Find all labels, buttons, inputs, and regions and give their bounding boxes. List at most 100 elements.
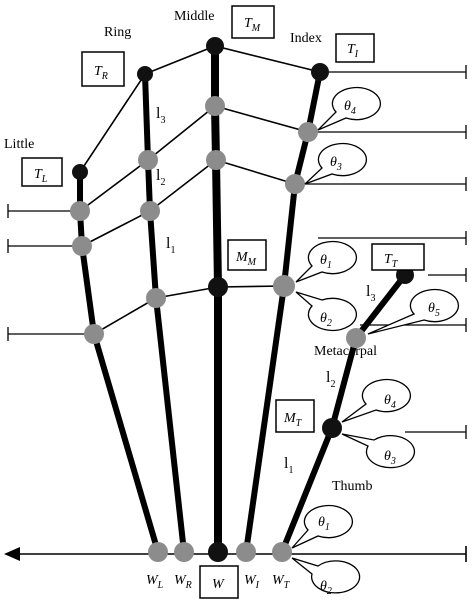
link-mcp	[93, 285, 285, 335]
thumb-segment-label-l2: l2	[326, 369, 335, 390]
tip-box-thumb: TT	[371, 243, 425, 271]
joint-box-frame	[275, 399, 315, 433]
thumb-label: Thumb	[332, 479, 372, 494]
wrist-thumb-joint	[272, 542, 292, 562]
middle-joint-3	[205, 96, 225, 116]
speech-bubble-icon	[341, 378, 412, 423]
joint-box-frame	[227, 239, 267, 271]
middle-tip-joint	[206, 37, 224, 55]
joint-box-mt: MT	[275, 399, 315, 433]
segment-label-l2: l2	[156, 167, 165, 188]
wrist-label-index: WI	[244, 573, 260, 591]
left-measure-lines	[7, 204, 90, 341]
tip-link	[79, 45, 321, 173]
thumb-segment-label-l1: l1	[284, 455, 293, 476]
link-l3	[79, 105, 309, 212]
angle-callout-thumb-theta2: θ2	[291, 557, 361, 597]
svg-text:W: W	[212, 577, 225, 592]
angle-callout-index-theta2: θ2	[295, 291, 358, 332]
segment-label-l3: l3	[156, 105, 165, 126]
svg-text:θ5: θ5	[428, 301, 440, 319]
tip-box-frame	[231, 5, 275, 39]
angle-callout-thumb-theta4: θ4	[341, 378, 412, 423]
wrist-label-thumb: WT	[272, 573, 291, 591]
metacarpal-label: Metacarpal	[314, 344, 377, 359]
wrist-little-joint	[148, 542, 168, 562]
thumb-mcp-joint	[322, 418, 342, 438]
thumb-segment-label-l3: l3	[366, 283, 375, 304]
joint-box-mm: MM	[227, 239, 267, 271]
angle-callout-thumb-theta1: θ1	[291, 504, 354, 549]
middle-finger-bone	[211, 42, 222, 556]
wrist-index-joint	[236, 542, 256, 562]
svg-text:θ4: θ4	[384, 393, 396, 411]
svg-text:TL: TL	[34, 167, 48, 185]
joints	[70, 37, 414, 562]
middle-joint-2	[206, 150, 226, 170]
speech-bubble-icon	[367, 288, 460, 335]
tip-box-index: TI	[335, 33, 375, 63]
angle-callout-index-theta1: θ1	[295, 240, 358, 283]
svg-text:TI: TI	[347, 42, 359, 60]
tip-box-little: TL	[21, 157, 63, 187]
middle-mcp-joint	[208, 277, 228, 297]
index-finger-label: Index	[290, 31, 322, 46]
wrist-center-box	[199, 565, 239, 599]
tip-box-frame	[21, 157, 63, 187]
little-joint-3	[70, 201, 90, 221]
little-finger-label: Little	[4, 137, 34, 152]
ring-mcp-joint	[146, 288, 166, 308]
index-tip-joint	[311, 63, 329, 81]
wrist-ring-joint	[174, 542, 194, 562]
little-joint-2	[72, 236, 92, 256]
wrist-label-ring: WR	[174, 573, 192, 591]
speech-bubble-icon	[295, 240, 358, 283]
speech-bubble-icon	[341, 433, 416, 469]
index-joint-2	[285, 174, 305, 194]
little-finger-bone	[77, 169, 161, 555]
thumb-bone	[279, 272, 408, 555]
svg-text:MM: MM	[235, 250, 257, 268]
speech-bubble-icon	[291, 557, 361, 594]
speech-bubble-icon	[295, 291, 358, 332]
wrist-label-center: W	[199, 565, 239, 599]
svg-text:θ2: θ2	[320, 311, 332, 329]
tip-box-middle: TM	[231, 5, 275, 39]
wrist-center-joint	[208, 542, 228, 562]
wrist-label-little: WL	[146, 573, 164, 591]
wrist-axis-arrow	[4, 546, 467, 562]
bones	[77, 42, 408, 556]
svg-text:θ2: θ2	[320, 579, 332, 597]
little-mcp-joint	[84, 324, 104, 344]
segment-label-l1: l1	[166, 235, 175, 256]
svg-text:TT: TT	[384, 252, 399, 270]
thumb-ip-joint	[346, 328, 366, 348]
svg-text:θ4: θ4	[344, 99, 356, 117]
svg-text:θ1: θ1	[320, 253, 332, 271]
tip-box-frame	[81, 51, 125, 87]
svg-text:θ1: θ1	[318, 515, 330, 533]
tip-box-frame	[371, 243, 425, 271]
svg-text:MT: MT	[283, 411, 303, 429]
cross-links	[79, 45, 321, 335]
speech-bubble-icon	[317, 86, 382, 131]
ring-joint-3	[138, 150, 158, 170]
middle-finger-label: Middle	[174, 9, 214, 24]
angle-callout-index-theta4: θ4	[317, 86, 382, 131]
ring-joint-2	[140, 201, 160, 221]
little-tip-joint	[72, 164, 88, 180]
angle-callout-thumb-theta3: θ3	[341, 433, 416, 469]
right-measure-lines	[296, 65, 467, 439]
ring-finger-label: Ring	[104, 25, 131, 40]
svg-text:TM: TM	[244, 16, 261, 34]
tip-box-frame	[335, 33, 375, 63]
tip-box-ring: TR	[81, 51, 125, 87]
angle-callout-index-theta3: θ3	[304, 142, 368, 185]
index-mcp-joint	[273, 275, 295, 297]
svg-text:θ3: θ3	[330, 155, 342, 173]
speech-bubble-icon	[291, 504, 354, 549]
link-l2	[81, 159, 296, 247]
angle-callout-thumb-theta5: θ5	[367, 288, 460, 335]
svg-text:TR: TR	[94, 64, 108, 82]
